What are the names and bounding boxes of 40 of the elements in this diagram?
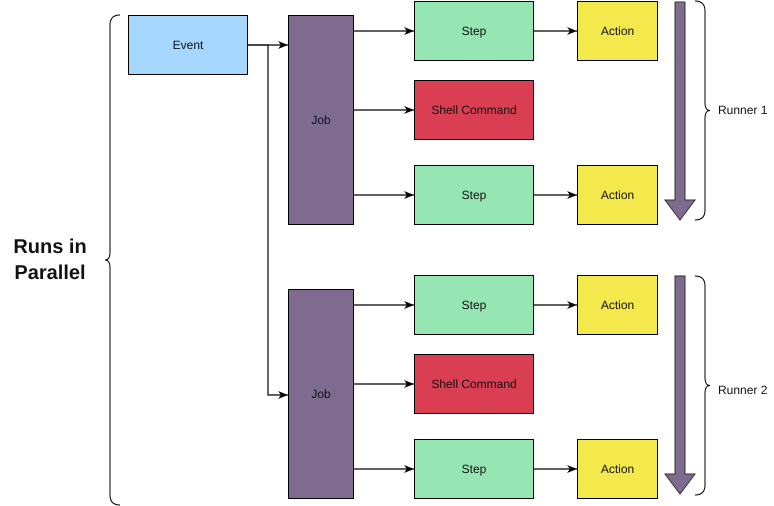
arrow <box>354 191 414 199</box>
event-box <box>128 15 248 75</box>
arrow <box>354 380 414 388</box>
node-label: Shell Command <box>431 377 517 391</box>
node-label: Step <box>462 298 486 312</box>
node-label: Action <box>600 298 634 312</box>
job-box <box>288 15 354 225</box>
shell-command-box <box>414 354 534 414</box>
arrow <box>534 191 577 199</box>
node-label: Shell Command <box>431 103 517 117</box>
step-box <box>414 439 534 499</box>
action-box <box>577 1 658 61</box>
arrow <box>534 301 577 309</box>
shell-command-box <box>414 80 534 140</box>
runner-label: Runner 2 <box>718 383 768 399</box>
arrow <box>534 465 577 473</box>
node-label: Job <box>311 113 331 127</box>
arrow <box>248 44 288 399</box>
step-box <box>414 275 534 335</box>
arrow <box>354 301 414 309</box>
step-box <box>414 1 534 61</box>
action-box <box>577 439 658 499</box>
action-box <box>577 275 658 335</box>
node-label: Step <box>462 24 486 38</box>
runner-label: Runner 1 <box>718 103 768 119</box>
arrow <box>354 27 414 35</box>
job-box <box>288 289 354 499</box>
step-box <box>414 165 534 225</box>
arrow <box>354 106 414 114</box>
node-label: Action <box>600 188 634 202</box>
node-label: Job <box>311 387 331 401</box>
node-label: Action <box>600 24 634 38</box>
node-label: Step <box>462 462 486 476</box>
node-label: Event <box>172 38 204 52</box>
action-box <box>577 165 658 225</box>
group-label: Runs in Parallel <box>12 235 88 286</box>
node-label: Action <box>600 462 634 476</box>
arrow <box>534 27 577 35</box>
node-label: Step <box>462 188 486 202</box>
arrow <box>354 465 414 473</box>
